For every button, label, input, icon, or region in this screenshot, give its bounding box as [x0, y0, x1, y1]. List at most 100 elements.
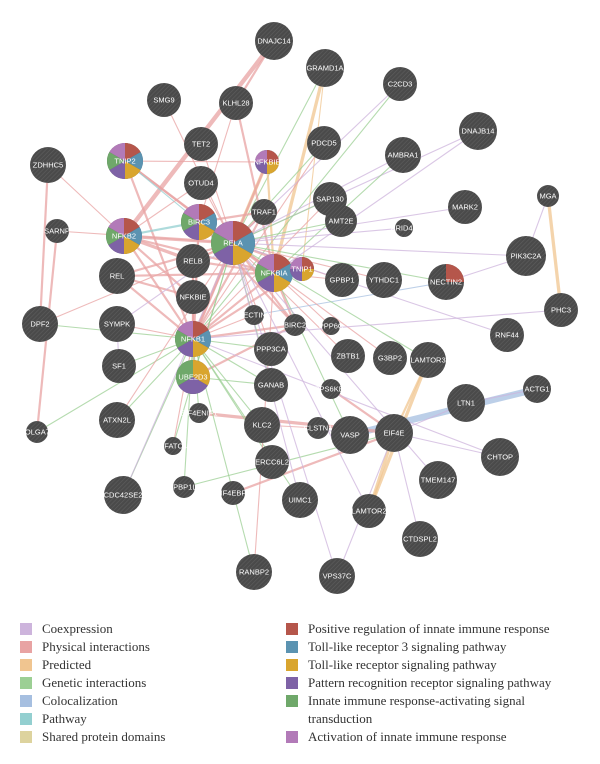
node-label: KLHL28	[222, 99, 249, 108]
pie-slice-tlr	[193, 339, 209, 357]
node-rnf44[interactable]: RNF44	[490, 318, 524, 352]
edge-nfatc4-nfkb1	[172, 338, 194, 447]
node-label: TNIP1	[291, 265, 312, 274]
node-label: NFKBIA	[260, 269, 287, 278]
pie-slice-prr	[109, 161, 125, 179]
node-gramd1a[interactable]: GRAMD1A	[306, 49, 344, 87]
node-zdhhc5[interactable]: ZDHHC5	[30, 147, 66, 183]
node-atxn2l[interactable]: ATXN2L	[99, 402, 135, 438]
node-ube2d3[interactable]: UBE2D3	[176, 360, 210, 394]
node-nfkb2[interactable]: NFKB2	[106, 218, 142, 254]
node-circle	[236, 554, 272, 590]
node-gpbp1l1[interactable]: GPBP1L1	[167, 476, 201, 498]
node-rps6kb1[interactable]: RPS6KB1	[314, 379, 348, 399]
node-ercc6l2[interactable]: ERCC6L2	[255, 445, 289, 479]
node-birc3[interactable]: BIRC3	[181, 204, 217, 240]
edge-dnajb14-nfkbia	[273, 130, 479, 274]
node-circle	[319, 558, 355, 594]
node-sarnp[interactable]: SARNP	[44, 219, 70, 243]
node-label: PHC3	[551, 306, 571, 315]
node-ctdspl2[interactable]: CTDSPL2	[402, 521, 438, 557]
node-nfkbie[interactable]: NFKBIE	[176, 280, 210, 314]
node-label: CLSTN1	[304, 424, 333, 433]
node-relb[interactable]: RELB	[176, 244, 210, 278]
node-tet2[interactable]: TET2	[184, 127, 218, 161]
node-golga7b[interactable]: GOLGA7B	[19, 421, 55, 443]
node-otud4[interactable]: OTUD4	[184, 166, 218, 200]
node-amt2e[interactable]: AMT2E	[325, 205, 357, 237]
node-dpf2[interactable]: DPF2	[22, 306, 58, 342]
node-label: TET2	[192, 140, 210, 149]
node-nectin2[interactable]: NECTIN2	[428, 264, 464, 300]
node-ganab[interactable]: GANAB	[254, 368, 288, 402]
node-ythdc1[interactable]: YTHDC1	[366, 262, 402, 298]
node-traf1[interactable]: TRAF1	[251, 199, 277, 225]
node-smg9[interactable]: SMG9	[147, 83, 181, 117]
node-rel[interactable]: REL	[99, 258, 135, 294]
node-zbtb1[interactable]: ZBTB1	[331, 339, 365, 373]
node-ppp3ca[interactable]: PPP3CA	[254, 332, 288, 366]
legend-right-item: Pattern recognition receptor signaling p…	[286, 674, 592, 692]
node-phc3[interactable]: PHC3	[544, 293, 578, 327]
node-chtop[interactable]: CHTOP	[481, 438, 519, 476]
node-label: YTHDC1	[369, 276, 399, 285]
node-lamtor3[interactable]: LAMTOR3	[410, 342, 446, 378]
node-circle	[104, 476, 142, 514]
node-vps37c[interactable]: VPS37C	[319, 558, 355, 594]
node-birc2[interactable]: BIRC2	[284, 314, 306, 336]
node-klc2[interactable]: KLC2	[244, 407, 280, 443]
node-eif4e[interactable]: EIF4E	[375, 414, 413, 452]
node-circle	[331, 339, 365, 373]
node-sympk[interactable]: SYMPK	[99, 306, 135, 342]
node-nfatc4[interactable]: NFATC4	[159, 437, 187, 455]
node-label: AMBRA1	[388, 151, 419, 160]
node-actg1[interactable]: ACTG1	[523, 375, 551, 403]
node-tmem147[interactable]: TMEM147	[419, 461, 457, 499]
node-clstn1[interactable]: CLSTN1	[304, 417, 333, 439]
node-circle	[544, 293, 578, 327]
node-mga[interactable]: MGA	[537, 185, 559, 207]
node-pik3c2a[interactable]: PIK3C2A	[506, 236, 546, 276]
legend-swatch	[20, 623, 32, 635]
node-nfkbib[interactable]: NFKBIB	[253, 150, 281, 174]
node-rela[interactable]: RELA	[211, 221, 255, 265]
node-nfkb1[interactable]: NFKB1	[175, 321, 211, 357]
edge-c2cd3-nfkb1	[192, 83, 401, 340]
node-uimc1[interactable]: UIMC1	[282, 482, 318, 518]
pie-slice-tlr3	[274, 263, 293, 283]
node-label: GANAB	[258, 381, 284, 390]
edge-sympk-rela	[116, 242, 234, 325]
node-tnip2[interactable]: TNIP2	[107, 143, 143, 179]
node-pdcd5[interactable]: PDCD5	[307, 126, 341, 160]
node-dnajc14[interactable]: DNAJC14	[255, 22, 293, 60]
node-ranbp2[interactable]: RANBP2	[236, 554, 272, 590]
node-dnajb14[interactable]: DNAJB14	[459, 112, 497, 150]
node-nectin3[interactable]: NECTIN3	[238, 305, 270, 325]
node-ppp6c[interactable]: PPP6C	[319, 317, 344, 335]
node-nfkbia[interactable]: NFKBIA	[255, 254, 293, 292]
node-cdc42se2[interactable]: CDC42SE2	[104, 476, 143, 514]
pie-slice-tlr	[193, 360, 210, 386]
node-vasp[interactable]: VASP	[331, 416, 369, 454]
node-klhl28[interactable]: KLHL28	[219, 86, 253, 120]
node-mark2[interactable]: MARK2	[448, 190, 482, 224]
node-tnip1[interactable]: TNIP1	[290, 257, 314, 281]
node-circle	[306, 49, 344, 87]
node-label: SAP130	[316, 195, 344, 204]
node-gpbp1[interactable]: GPBP1	[325, 263, 359, 297]
legend-left-item: Physical interactions	[20, 638, 270, 656]
node-lamtor2[interactable]: LAMTOR2	[351, 494, 387, 528]
node-arid4b[interactable]: ARID4B	[390, 219, 418, 237]
pie-slice-prr	[213, 243, 233, 265]
node-eif4enif1[interactable]: EIF4ENIF1	[180, 403, 218, 423]
edge-zdhhc5-dpf2	[38, 163, 50, 326]
node-c2cd3[interactable]: C2CD3	[383, 67, 417, 101]
node-label: NECTIN2	[430, 278, 462, 287]
pie-slice-innate_activating	[106, 227, 124, 245]
node-eif4ebp2[interactable]: EIF4EBP2	[215, 481, 251, 505]
node-ltn1[interactable]: LTN1	[447, 384, 485, 422]
node-sf1[interactable]: SF1	[102, 349, 136, 383]
node-ambra1[interactable]: AMBRA1	[385, 137, 421, 173]
node-g3bp2[interactable]: G3BP2	[373, 341, 407, 375]
